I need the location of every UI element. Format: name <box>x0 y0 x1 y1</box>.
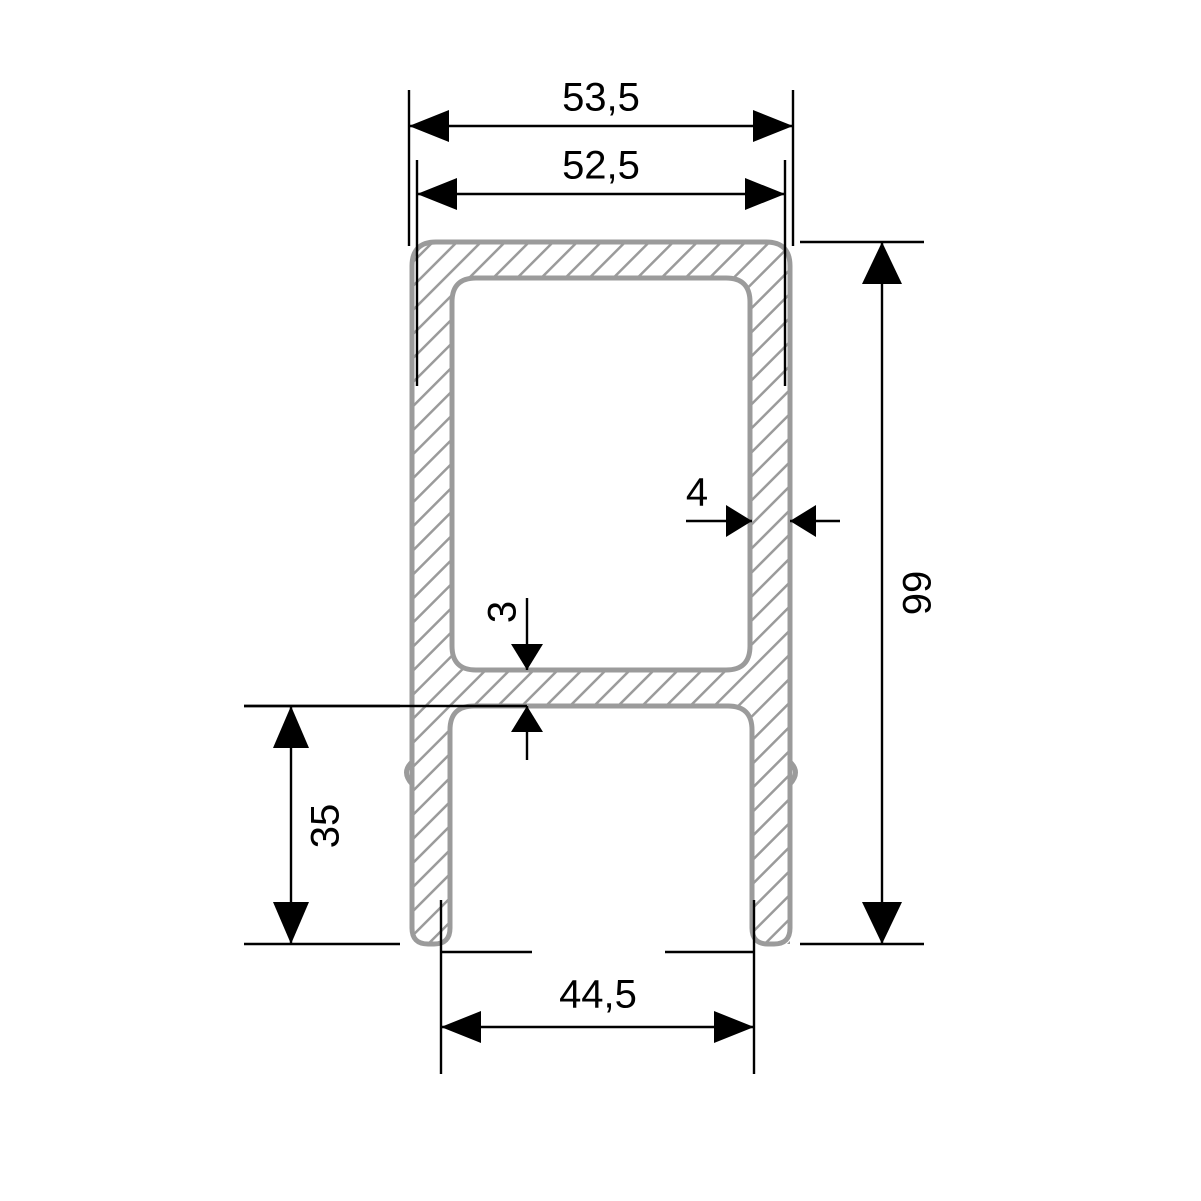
arrow-up-icon <box>273 706 309 748</box>
dimension-wall-thickness: 4 <box>686 471 840 537</box>
profile-outer-contour <box>409 239 793 947</box>
dimension-overall-width: 53,5 <box>407 76 795 246</box>
arrow-right-icon <box>714 1011 754 1043</box>
dimension-leg-clear-width: 44,5 <box>439 900 756 1074</box>
dim-label-wall-thickness: 4 <box>686 471 708 515</box>
arrow-down-icon <box>862 902 902 944</box>
right-wall-notch-icon <box>787 759 798 787</box>
dim-label-head-width: 52,5 <box>562 144 640 188</box>
arrow-right-icon <box>753 110 793 142</box>
arrow-right-icon <box>745 178 785 210</box>
arrow-left-icon <box>409 110 449 142</box>
arrow-left-icon <box>790 505 816 537</box>
dim-label-overall-width: 53,5 <box>562 76 640 120</box>
arrow-down-icon <box>511 644 543 670</box>
dim-label-web-thickness: 3 <box>481 601 525 623</box>
arrow-left-icon <box>441 1011 481 1043</box>
dim-label-leg-clear-width: 44,5 <box>559 973 637 1017</box>
arrow-up-icon <box>862 242 902 284</box>
upper-chamber-inner-contour <box>449 275 753 673</box>
arrow-right-icon <box>726 505 752 537</box>
dim-label-overall-height: 99 <box>896 571 940 616</box>
arrow-down-icon <box>273 902 309 944</box>
left-wall-notch-icon <box>404 759 415 787</box>
dimension-head-width: 52,5 <box>415 144 787 386</box>
dimension-overall-height: 99 <box>800 240 940 946</box>
arrow-left-icon <box>417 178 457 210</box>
dimension-leg-height: 35 <box>244 704 400 946</box>
dim-label-leg-height: 35 <box>304 804 348 849</box>
arrow-up-icon <box>511 706 543 732</box>
